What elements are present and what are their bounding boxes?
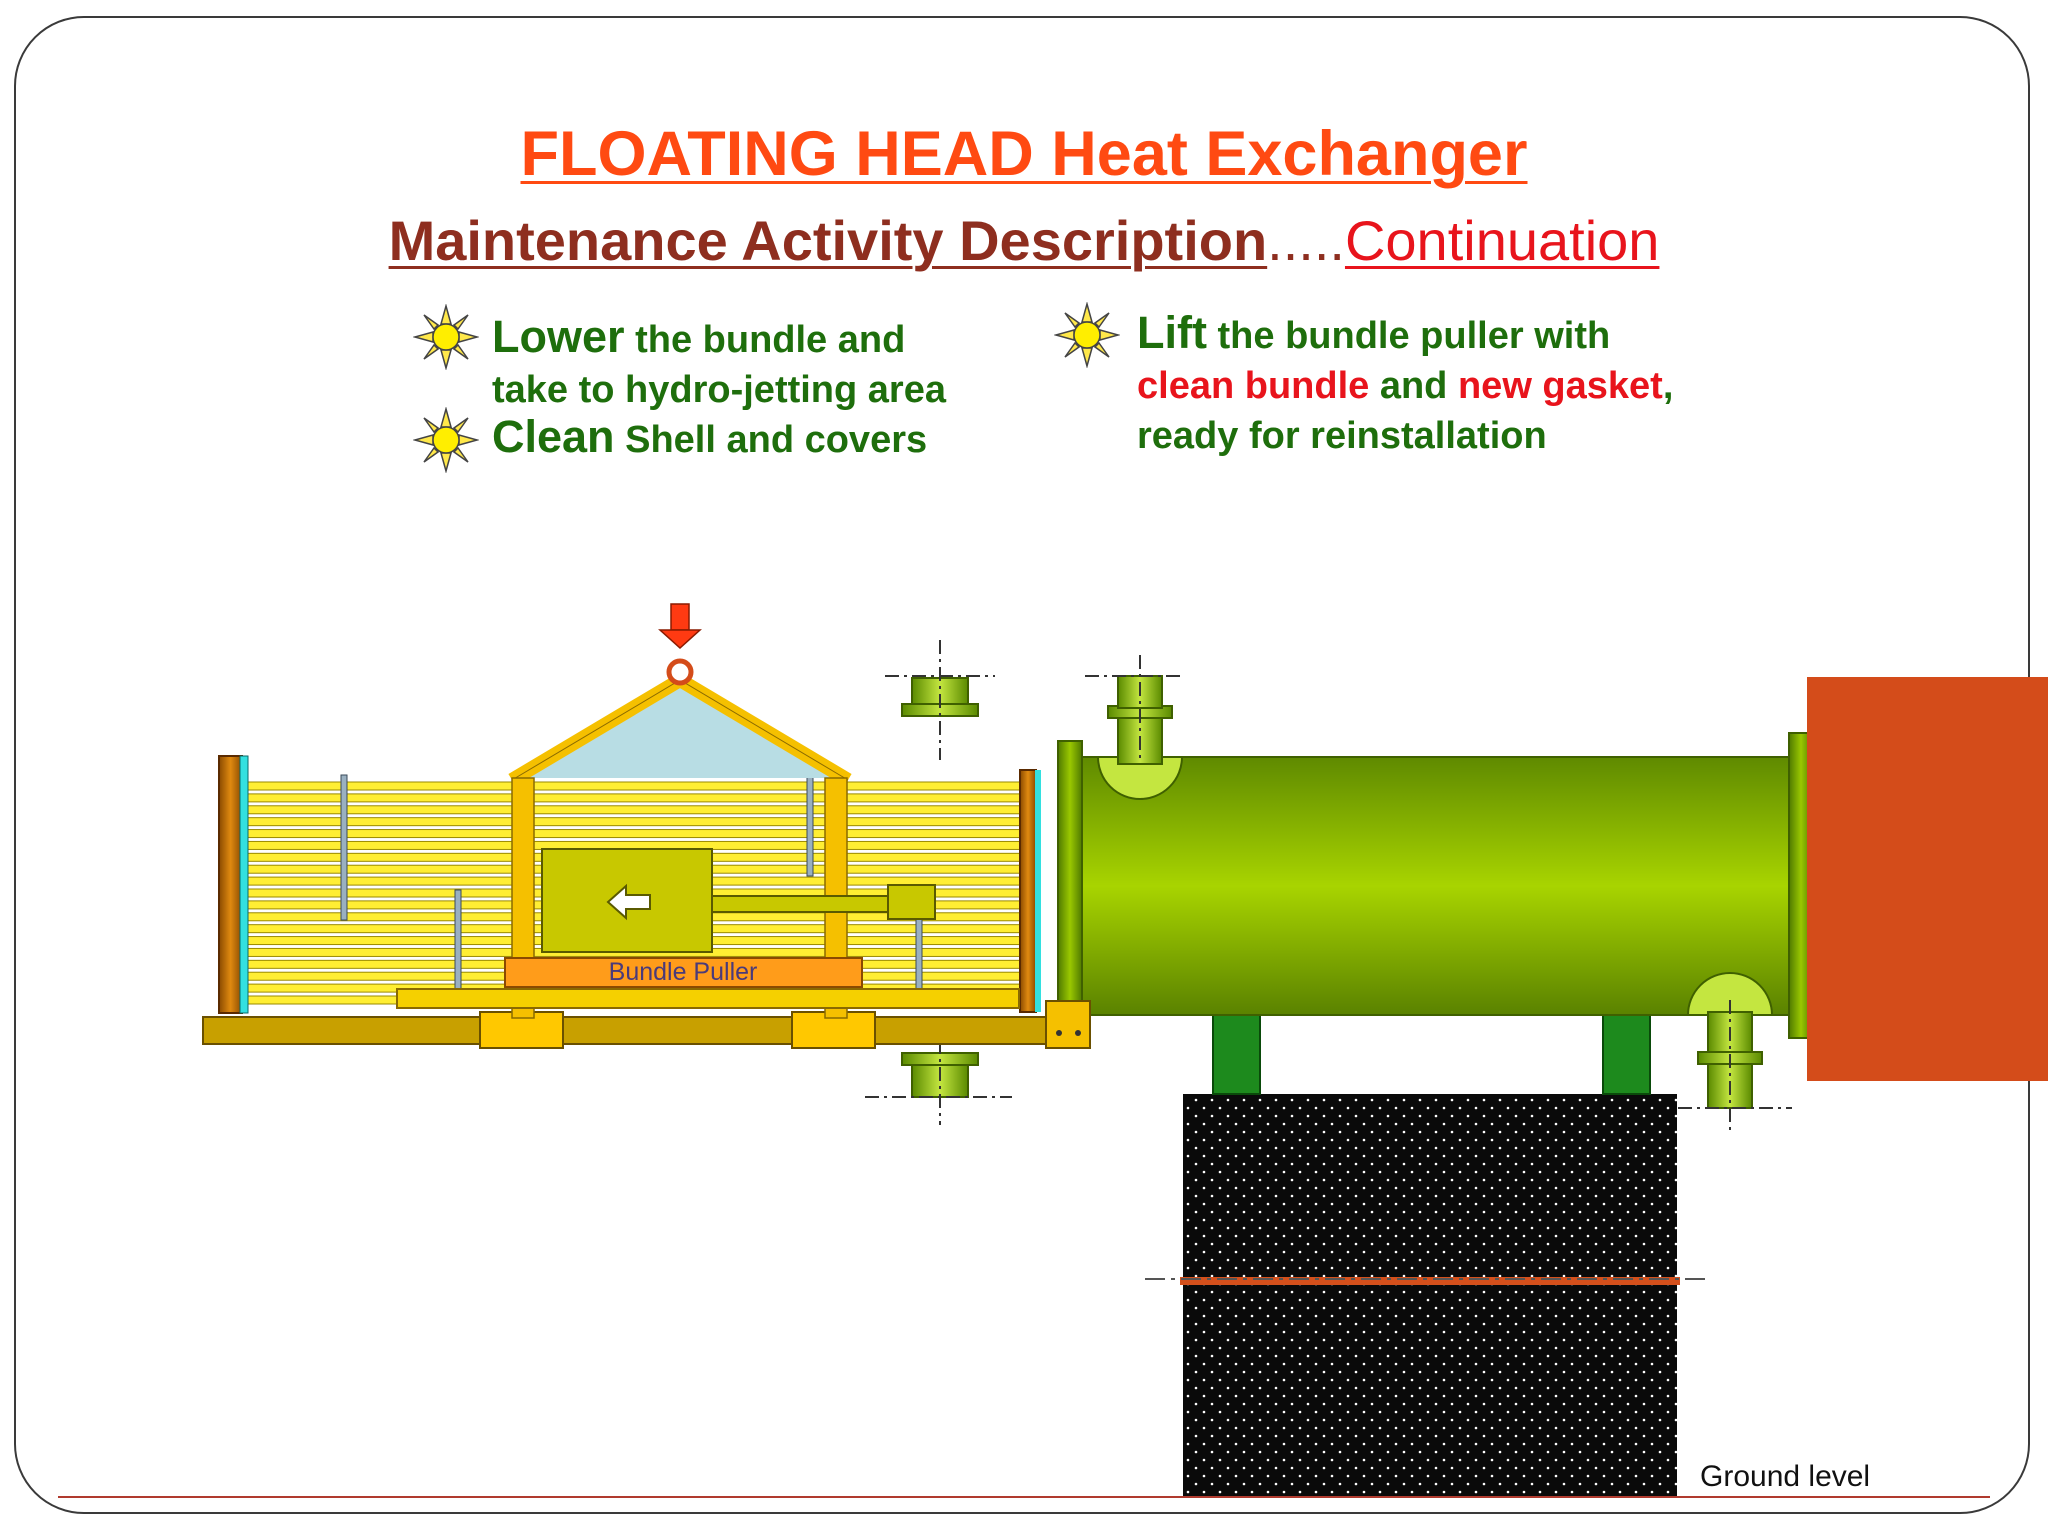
bullet-lift: Lift the bundle puller with clean bundle… — [1137, 307, 1674, 458]
lifting-frame-fill — [515, 680, 845, 778]
puller-arm — [711, 895, 889, 913]
slide-subtitle: Maintenance Activity Description.....Con… — [388, 209, 1660, 272]
bundle-puller-base — [504, 957, 863, 988]
shell-flange-left — [1057, 740, 1083, 1030]
bundle-puller-label: Bundle Puller — [608, 958, 758, 986]
inlet-nozzle — [1085, 655, 1185, 800]
exchanger-shell — [1081, 756, 1790, 1016]
tube — [241, 793, 1023, 803]
down-arrow-icon — [658, 603, 702, 650]
sun-icon — [1054, 302, 1120, 368]
foundation-cut-line — [1180, 1277, 1680, 1285]
tube — [241, 829, 1023, 839]
outlet-nozzle — [1678, 972, 1792, 1130]
left-arrow-icon — [606, 883, 651, 921]
sun-icon — [413, 304, 479, 370]
lifting-eye — [666, 658, 694, 686]
slide-title: FLOATING HEAD Heat Exchanger — [520, 119, 1528, 189]
base-rail — [202, 1016, 1059, 1045]
tube — [241, 817, 1023, 827]
bullet-clean: Clean Shell and covers — [492, 411, 928, 462]
loose-nozzle-bottom — [865, 1040, 1012, 1125]
rail-end-bracket — [1045, 1000, 1091, 1049]
loose-nozzle-top — [885, 640, 995, 760]
shell-cover — [1807, 677, 2048, 1081]
tube-sheet-floating — [1019, 769, 1037, 1013]
ground-level-label: Ground level — [1700, 1460, 1871, 1493]
tube — [241, 805, 1023, 815]
tube — [241, 781, 1023, 791]
bullet-lower: Lower the bundle and take to hydro-jetti… — [492, 311, 946, 412]
tube-sheet-stationary — [218, 755, 243, 1014]
concrete-foundation — [1183, 1094, 1677, 1496]
puller-clamp — [887, 884, 936, 920]
sun-icon — [413, 407, 479, 473]
puller-platform — [396, 988, 1020, 1009]
